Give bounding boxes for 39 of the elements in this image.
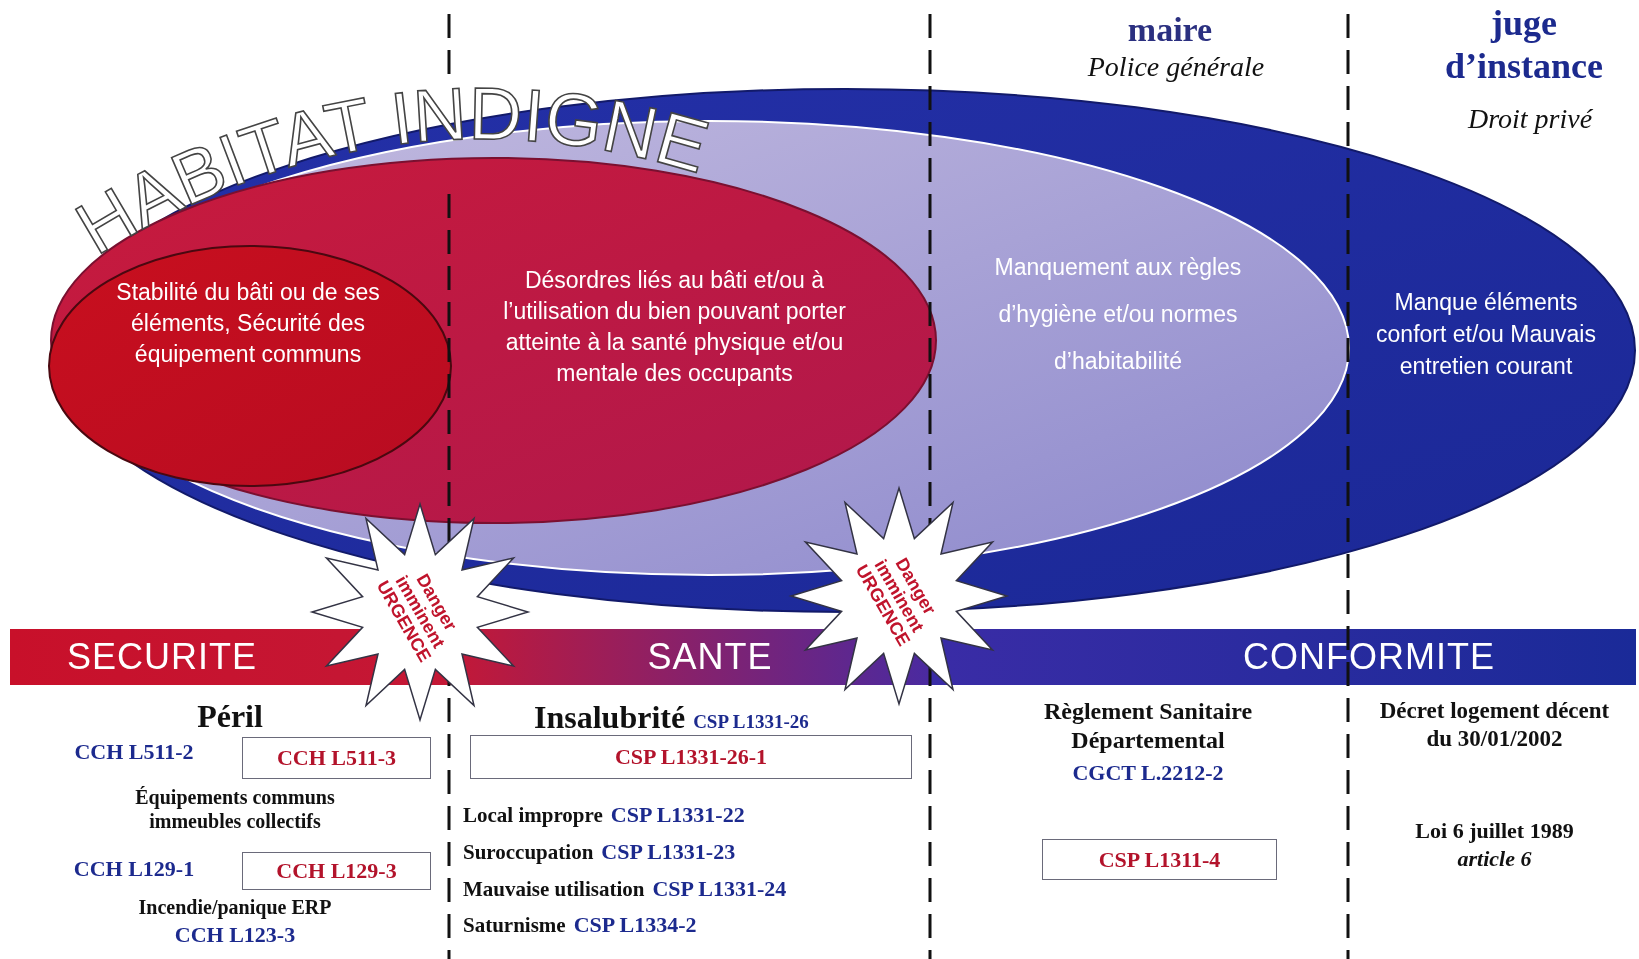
legal-reference: CCH L129-1 — [72, 856, 196, 883]
text-label: Loi 6 juillet 1989 — [1414, 818, 1575, 845]
zone-text: Manque éléments confort et/ou Mauvais entretien courant — [1376, 288, 1596, 382]
banner-text: SANTE — [647, 636, 773, 678]
text-label: article 6 — [1456, 846, 1533, 873]
legal-reference: CCH L511-2 — [73, 739, 195, 766]
reference-box: CCH L511-3 — [242, 737, 431, 779]
text-label: Péril — [196, 697, 264, 736]
text-label: Police générale — [1086, 50, 1266, 84]
reference-box: CSP L1311-4 — [1042, 839, 1277, 880]
text-label: Local impropre — [463, 803, 603, 829]
legal-reference: CGCT L.2212-2 — [1071, 760, 1225, 787]
legal-reference: CSP L1331-26 — [693, 711, 809, 734]
legal-reference: CSP L1331-23 — [601, 839, 736, 866]
banner-bar — [930, 629, 1636, 685]
legal-reference: CSP L1334-2 — [573, 912, 697, 939]
text-label: Droit privé — [1466, 102, 1594, 136]
reference-box: CSP L1331-26-1 — [470, 735, 912, 779]
banner-text: SECURITE — [67, 636, 257, 678]
legal-reference: juge d’instance — [1444, 2, 1604, 89]
legal-reference: CCH L123-3 — [173, 922, 297, 949]
text-label: Règlement Sanitaire Départemental — [1042, 697, 1254, 755]
text-label: Suroccupation — [463, 840, 594, 866]
zone-text: Stabilité du bâti ou de ses éléments, Sécurité des équipement communs — [115, 278, 381, 370]
zone-text: Désordres liés au bâti et/ou à l’utilisation du bien pouvant porter atteinte à la santé physique et/ou mentale des occupants — [502, 266, 847, 389]
starburst-badge — [312, 504, 528, 720]
starburst-badge — [791, 488, 1007, 704]
banner-text: CONFORMITE — [1243, 636, 1495, 678]
text-label: Décret logement décent du 30/01/2002 — [1378, 697, 1611, 753]
legal-reference: CSP L1331-24 — [652, 876, 787, 903]
text-label: Mauvaise utilisation — [463, 877, 645, 903]
text-label: maire — [1126, 10, 1214, 50]
text-label: Insalubrité — [534, 698, 686, 737]
reference-box: CCH L129-3 — [242, 852, 431, 890]
text-label: Saturnisme — [463, 913, 566, 939]
zone-text: Manquement aux règles d’hygiène et/ou normes d’habitabilité — [993, 253, 1243, 377]
legal-reference: CSP L1331-22 — [610, 802, 745, 829]
text-label: Équipements communs immeubles collectifs — [134, 785, 336, 833]
text-label: Incendie/panique ERP — [137, 895, 333, 919]
